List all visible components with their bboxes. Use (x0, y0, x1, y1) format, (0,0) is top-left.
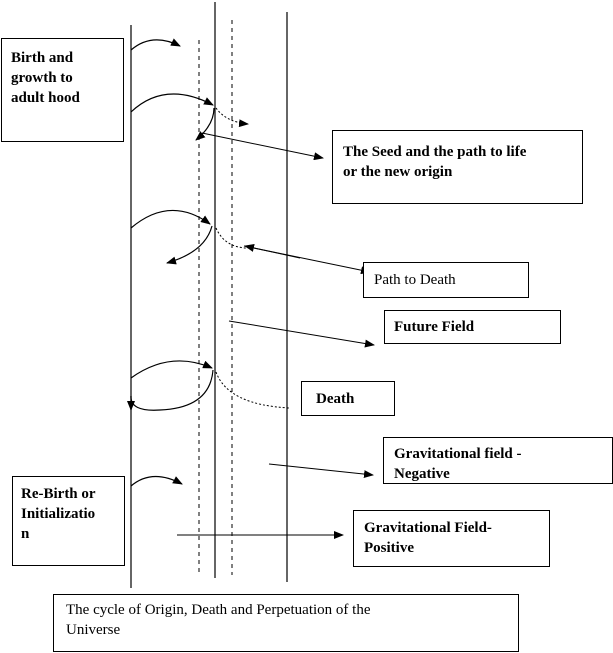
future-field-box: Future Field (384, 310, 561, 344)
seed-line-2: or the new origin (343, 164, 453, 180)
grav-positive-box: Gravitational Field- Positive (353, 510, 550, 567)
grav-positive-line-1: Gravitational Field- (364, 520, 492, 536)
birth-line-3: adult hood (11, 90, 80, 106)
curve-arrow-7 (130, 369, 214, 411)
future-field-label: Future Field (394, 319, 475, 335)
arrow-to-grav-negative (268, 463, 374, 479)
curve-arrow-1 (130, 38, 181, 51)
birth-growth-box: Birth and growth to adult hood (1, 38, 124, 142)
birth-line-2: growth to (11, 70, 73, 86)
arrow-to-seed (201, 132, 324, 161)
grav-negative-line-1: Gravitational field - (394, 446, 522, 462)
rebirth-line-3: n (21, 526, 30, 542)
grav-negative-box: Gravitational field - Negative (383, 437, 613, 484)
seed-line-1: The Seed and the path to life (343, 144, 527, 160)
birth-line-1: Birth and (11, 50, 74, 66)
caption-line-2: Universe (66, 622, 121, 638)
rebirth-line-2: Initializatio (21, 506, 96, 522)
grav-negative-line-2: Negative (394, 466, 450, 482)
caption-line-1: The cycle of Origin, Death and Perpetuat… (66, 602, 371, 618)
rebirth-box: Re-Birth or Initializatio n (12, 476, 125, 566)
arrow-to-future-field (228, 320, 375, 348)
caption-box: The cycle of Origin, Death and Perpetuat… (53, 594, 519, 652)
death-label: Death (316, 391, 355, 407)
curve-arrow-2 (130, 93, 214, 113)
rebirth-line-1: Re-Birth or (21, 486, 96, 502)
curve-arrow-8 (130, 475, 183, 487)
seed-box: The Seed and the path to life or the new… (332, 130, 583, 204)
curve-arrow-5 (166, 225, 213, 265)
path-to-death-label: Path to Death (374, 272, 456, 288)
dotted-curve-3 (215, 371, 291, 409)
curve-arrow-6 (130, 360, 213, 379)
grav-positive-line-2: Positive (364, 540, 414, 556)
curve-arrow-4 (130, 209, 211, 229)
arrow-back-path-to-death (244, 244, 301, 259)
path-to-death-box: Path to Death (363, 262, 529, 298)
dotted-curve-1 (215, 107, 249, 128)
death-box: Death (301, 381, 395, 416)
curve-arrow-3 (195, 107, 215, 141)
